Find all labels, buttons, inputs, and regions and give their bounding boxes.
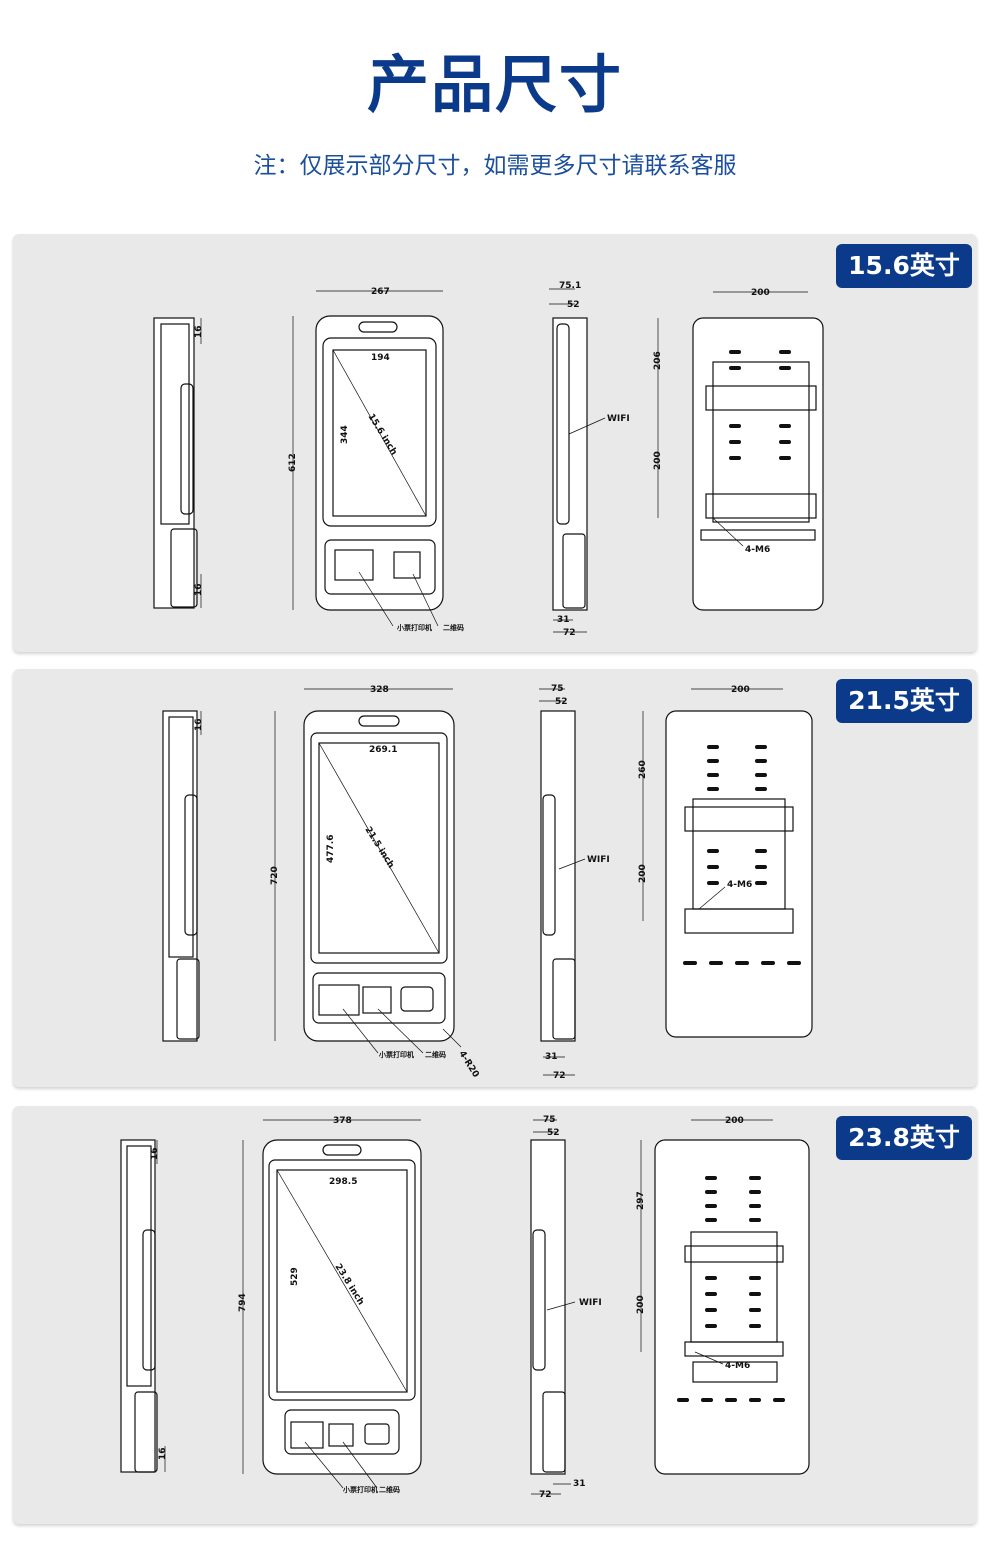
screw-label: 4-M6	[725, 1361, 750, 1371]
screen-height: 529	[290, 1267, 300, 1286]
back-width: 200	[731, 685, 750, 695]
left-side-view: 16 16	[153, 317, 204, 609]
dimension-drawings: 16 328 269.1 477.6 21.5 inch 720 小票打印机 二…	[162, 684, 813, 1081]
corner-radius: 4-R20	[456, 1049, 480, 1079]
panel-21-5: 21.5英寸 16 328 269.1 477.6 21.5 inch 720	[13, 669, 977, 1087]
front-width: 267	[371, 287, 390, 297]
screw-label: 4-M6	[727, 880, 752, 890]
back-view: 200 260 200 4-M6	[638, 685, 813, 1038]
dimension-drawings: 16 16 267 194 344 15.6 inch 612 小票打印机 二维…	[153, 281, 824, 638]
back-view: 200 297 200 4-M6	[636, 1116, 810, 1475]
screen-height: 477.6	[326, 835, 336, 863]
total-height: 612	[288, 453, 298, 472]
side-top-margin: 16	[194, 718, 204, 731]
left-side-view: 16	[162, 710, 204, 1042]
depth-body: 52	[555, 697, 568, 707]
depth-body: 52	[547, 1128, 560, 1138]
back-width: 200	[725, 1116, 744, 1126]
back-h1: 260	[638, 760, 648, 779]
dimension-drawings: 16 16 378 298.5 529 23.8 inch 794 小票打印机 …	[120, 1115, 810, 1500]
wifi-label: WIFI	[607, 414, 630, 424]
total-height: 720	[270, 866, 280, 885]
back-h2: 200	[636, 1295, 646, 1314]
right-side-view: 75 52 WIFI 31 72	[530, 1115, 602, 1500]
base-72: 72	[553, 1071, 566, 1081]
scanner-label: 二维码	[443, 623, 464, 632]
panel-23-8: 23.8英寸 16 16 378 298.5 529 23.8 inch 794	[13, 1106, 977, 1524]
side-top-margin: 16	[194, 325, 204, 338]
base-72: 72	[563, 628, 576, 638]
right-side-view: 75.1 52 WIFI 31 72	[549, 281, 630, 638]
front-view: 328 269.1 477.6 21.5 inch 720 小票打印机 二维码 …	[270, 685, 481, 1080]
front-view: 378 298.5 529 23.8 inch 794 小票打印机 二维码	[238, 1116, 422, 1494]
back-view: 200 206 200 4-M6	[653, 288, 824, 611]
back-h2: 200	[653, 451, 663, 470]
total-height: 794	[238, 1293, 248, 1312]
wifi-label: WIFI	[587, 855, 610, 865]
page-title: 产品尺寸	[366, 48, 623, 121]
front-width: 378	[333, 1116, 352, 1126]
page-note: 注：仅展示部分尺寸，如需更多尺寸请联系客服	[253, 153, 737, 179]
wifi-label: WIFI	[579, 1298, 602, 1308]
back-h1: 206	[653, 351, 663, 370]
side-bottom-margin: 16	[194, 583, 204, 596]
side-top-margin: 16	[150, 1147, 160, 1160]
side-bottom-margin: 16	[158, 1447, 168, 1460]
size-badge: 21.5英寸	[836, 679, 972, 723]
printer-label: 小票打印机	[378, 1050, 414, 1059]
front-width: 328	[370, 685, 389, 695]
scanner-label: 二维码	[425, 1050, 446, 1059]
screw-label: 4-M6	[745, 545, 770, 555]
front-view: 267 194 344 15.6 inch 612 小票打印机 二维码	[288, 287, 464, 632]
printer-label: 小票打印机	[396, 623, 432, 632]
screen-height: 344	[340, 425, 350, 444]
base-72: 72	[539, 1490, 552, 1500]
depth-total: 75	[551, 684, 564, 694]
back-h2: 200	[638, 864, 648, 883]
printer-label: 小票打印机	[342, 1485, 378, 1494]
depth-body: 52	[567, 300, 580, 310]
left-side-view: 16 16	[120, 1139, 168, 1473]
size-badge: 23.8英寸	[836, 1116, 972, 1160]
depth-total: 75	[543, 1115, 556, 1125]
back-width: 200	[751, 288, 770, 298]
base-31: 31	[573, 1479, 586, 1489]
depth-total: 75.1	[559, 281, 581, 291]
screen-width: 194	[371, 353, 390, 363]
scanner-label: 二维码	[379, 1485, 400, 1494]
panel-15-6: 15.6英寸 16 16 267 194 344 15.6 inch 612	[13, 234, 977, 652]
back-h1: 297	[636, 1191, 646, 1210]
base-31: 31	[545, 1052, 558, 1062]
base-31: 31	[557, 615, 570, 625]
right-side-view: 75 52 WIFI 31 72	[539, 684, 610, 1081]
screen-width: 269.1	[369, 745, 397, 755]
screen-width: 298.5	[329, 1177, 357, 1187]
size-badge: 15.6英寸	[836, 244, 972, 288]
